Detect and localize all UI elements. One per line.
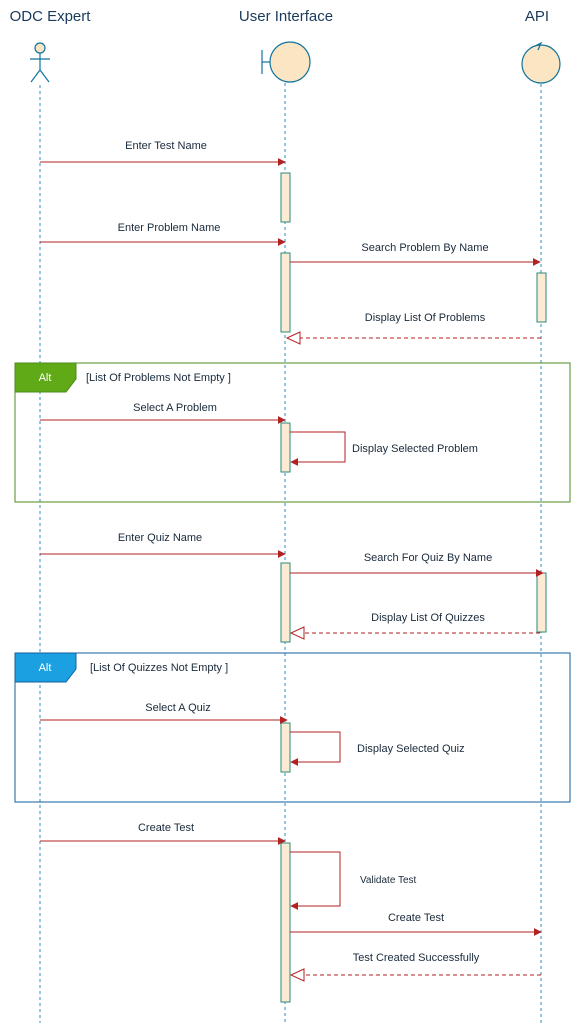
- message-display-list-of-quizzes: Display List Of Quizzes: [289, 612, 540, 640]
- message-label: Test Created Successfully: [353, 952, 480, 964]
- message-label: Search For Quiz By Name: [364, 552, 492, 564]
- message-display-selected-quiz: Display Selected Quiz: [290, 731, 465, 766]
- alt-fragment-problems: Alt [List Of Problems Not Empty ]: [14, 362, 571, 503]
- control-icon: [521, 41, 561, 84]
- message-display-selected-problem: Display Selected Problem: [290, 431, 478, 466]
- activation-bar: [280, 562, 291, 643]
- message-select-a-quiz: Select A Quiz: [40, 702, 288, 724]
- message-label: Display List Of Problems: [365, 312, 486, 324]
- message-label: Enter Quiz Name: [118, 532, 202, 544]
- message-label: Search Problem By Name: [361, 242, 488, 254]
- participant-label-user-interface: User Interface: [239, 8, 333, 25]
- message-label: Display Selected Quiz: [357, 743, 465, 755]
- message-test-created-successfully: Test Created Successfully: [289, 952, 541, 982]
- message-enter-quiz-name: Enter Quiz Name: [40, 532, 286, 558]
- alt-operator-label: Alt: [39, 662, 52, 674]
- message-enter-test-name: Enter Test Name: [40, 140, 286, 166]
- boundary-icon: [261, 41, 311, 83]
- message-label: Create Test: [388, 912, 444, 924]
- message-label: Create Test: [138, 822, 194, 834]
- alt-fragment-quizzes: Alt [List Of Quizzes Not Empty ]: [14, 652, 571, 803]
- activation-bar: [280, 252, 291, 333]
- message-create-test: Create Test: [40, 822, 286, 845]
- alt-guard-label: [List Of Problems Not Empty ]: [86, 372, 231, 384]
- message-validate-test: Validate Test: [290, 851, 417, 910]
- alt-guard-label: [List Of Quizzes Not Empty ]: [90, 662, 228, 674]
- message-select-a-problem: Select A Problem: [40, 402, 286, 424]
- message-create-test-api: Create Test: [290, 912, 542, 936]
- message-label: Display List Of Quizzes: [371, 612, 485, 624]
- message-search-for-quiz-by-name: Search For Quiz By Name: [290, 552, 544, 577]
- message-search-problem-by-name: Search Problem By Name: [290, 242, 541, 266]
- participant-label-api: API: [525, 8, 549, 25]
- activation-bar: [536, 572, 547, 633]
- activation-bars: [280, 172, 547, 1003]
- participant-label-odc-expert: ODC Expert: [10, 8, 92, 25]
- activation-bar: [280, 722, 291, 773]
- message-enter-problem-name: Enter Problem Name: [40, 222, 286, 246]
- alt-operator-label: Alt: [39, 372, 52, 384]
- activation-bar: [280, 172, 291, 223]
- activation-bar: [280, 422, 291, 473]
- message-label: Display Selected Problem: [352, 443, 478, 455]
- message-label: Select A Problem: [133, 402, 217, 414]
- message-label: Enter Test Name: [125, 140, 207, 152]
- actor-icon: [30, 42, 50, 83]
- message-label: Validate Test: [360, 875, 417, 886]
- message-label: Select A Quiz: [145, 702, 210, 714]
- activation-bar: [536, 272, 547, 323]
- message-label: Enter Problem Name: [118, 222, 221, 234]
- activation-bar: [280, 842, 291, 1003]
- message-display-list-of-problems: Display List Of Problems: [285, 312, 541, 345]
